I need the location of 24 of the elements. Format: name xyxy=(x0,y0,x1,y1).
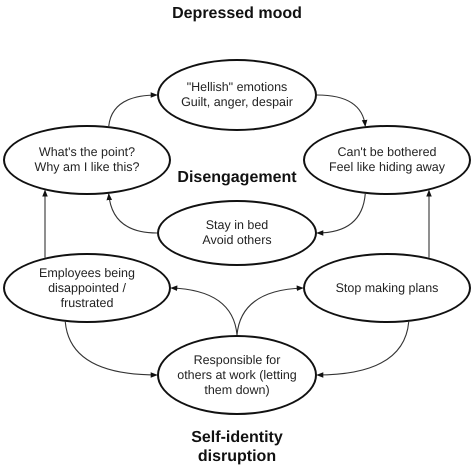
arrow xyxy=(170,286,238,336)
arrow xyxy=(426,190,432,258)
arrow xyxy=(316,94,367,127)
arrow xyxy=(64,322,158,378)
node-text: Avoid others xyxy=(202,233,272,248)
arrow xyxy=(106,193,158,234)
node-text: Stay in bed xyxy=(206,218,268,233)
node-text: Employees being disappointed / frustrated xyxy=(38,266,136,310)
node-text: Feel like hiding away xyxy=(328,160,446,175)
section-heading: Depressed mood xyxy=(171,4,303,23)
node-text: "Hellish" emotions xyxy=(186,80,288,95)
arrow xyxy=(108,92,158,126)
node-text: What's the point? xyxy=(38,145,136,160)
node-text: Guilt, anger, despair xyxy=(181,95,293,110)
arrow xyxy=(236,286,304,336)
arrow xyxy=(42,190,48,258)
node-text: Why am I like this? xyxy=(34,160,140,175)
section-heading: Disengagement xyxy=(176,168,298,187)
arrow xyxy=(316,322,410,378)
node-text: Can't be bothered xyxy=(338,145,436,160)
node-text: Stop making plans xyxy=(336,280,438,296)
node-text: Responsible for others at work (letting them down) xyxy=(177,352,297,398)
arrow xyxy=(316,194,366,236)
section-heading: Self-identity disruption xyxy=(190,428,284,466)
